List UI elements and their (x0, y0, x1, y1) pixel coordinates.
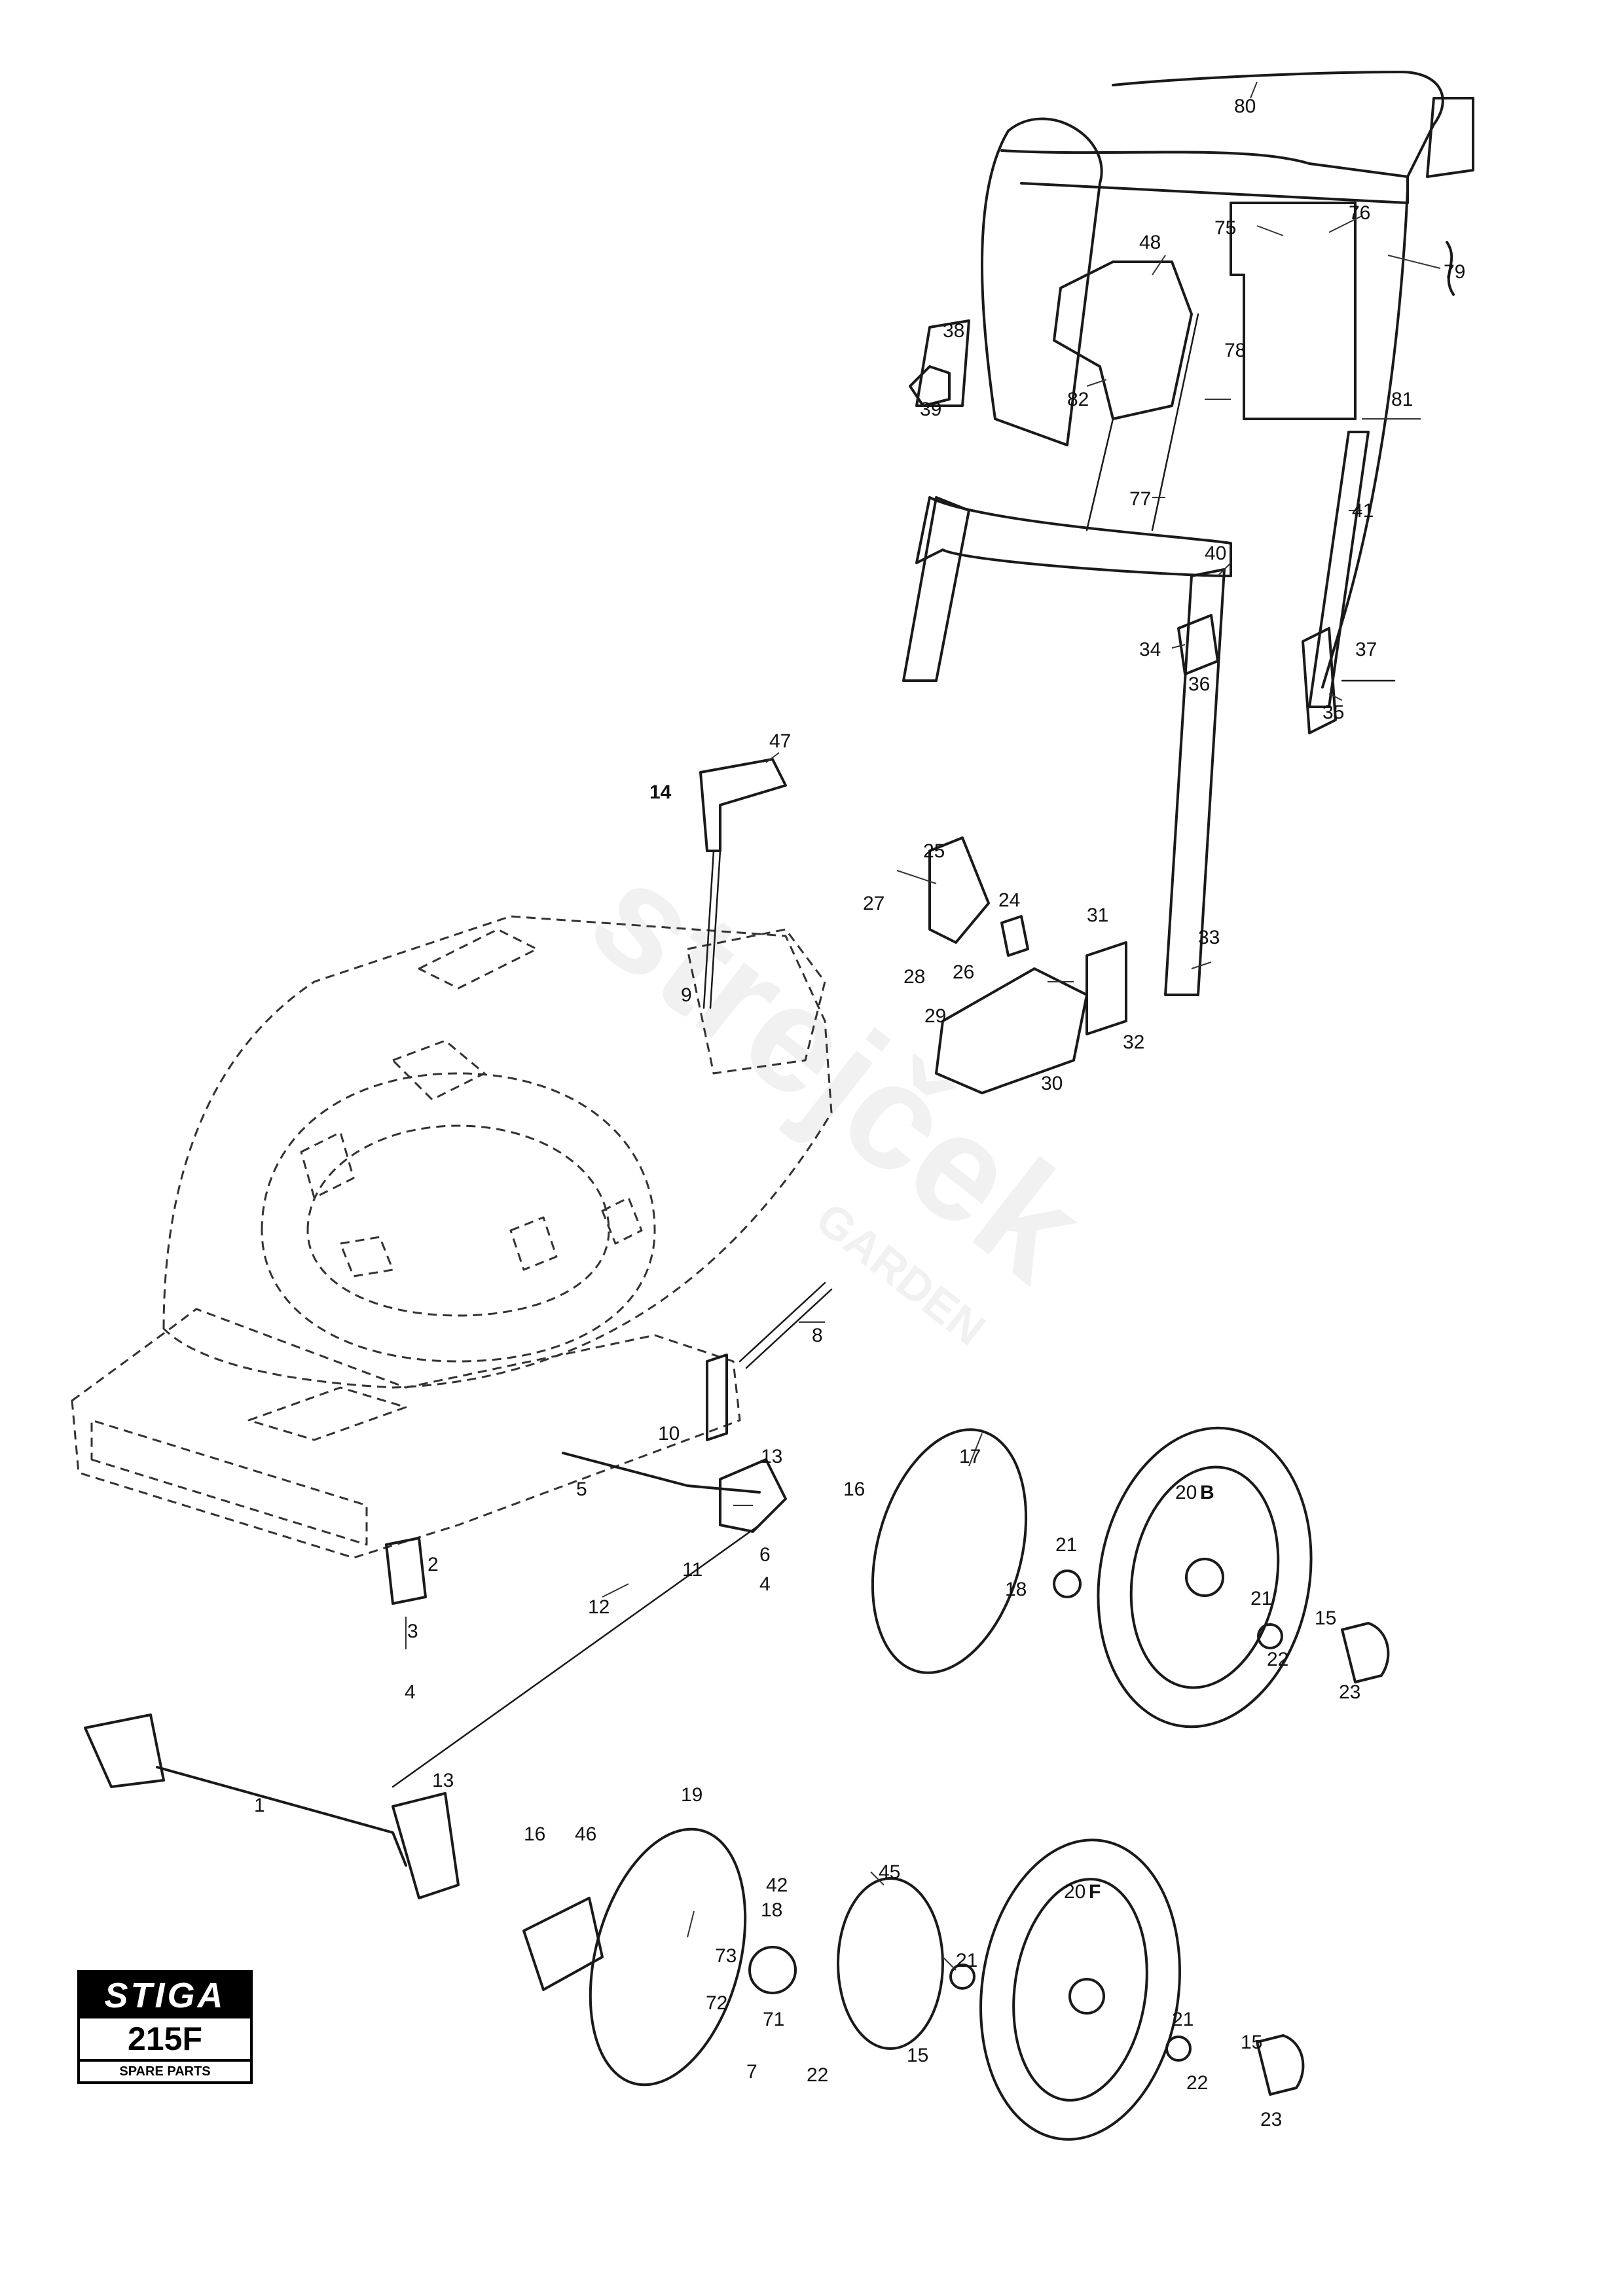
part-label-24: 24 (998, 889, 1020, 911)
part-label-21-lower-left: 21 (956, 1950, 977, 1971)
part-label-48: 48 (1139, 232, 1161, 253)
brand-name: STIGA (80, 1973, 250, 2018)
part-label-15-upper: 15 (1315, 1607, 1336, 1629)
part-label-18-lower: 18 (761, 1899, 782, 1921)
part-label-14: 14 (649, 781, 672, 803)
part-label-15-lower-right: 15 (1241, 2032, 1262, 2053)
part-label-23-upper: 23 (1339, 1681, 1360, 1703)
leader-lines (405, 81, 1441, 1971)
part-label-23-lower: 23 (1260, 2109, 1282, 2130)
part-label-20b-number: 20 (1175, 1482, 1197, 1503)
part-label-72: 72 (706, 1992, 727, 2014)
part-label-16-upper: 16 (843, 1479, 865, 1500)
part-label-12: 12 (588, 1596, 610, 1618)
spare-parts-caption: SPARE PARTS (119, 2064, 211, 2079)
part-label-20f: 20 F (1064, 1881, 1101, 1903)
part-labels: 80 76 75 79 48 38 39 78 82 81 77 41 40 3… (254, 96, 1465, 2130)
part-label-22-lower-left: 22 (807, 2064, 828, 2086)
part-label-19: 19 (681, 1784, 702, 1806)
part-label-18-upper: 18 (1005, 1579, 1027, 1600)
part-label-13-lower: 13 (432, 1770, 454, 1791)
front-wheel-group (522, 1827, 1305, 2141)
part-label-30: 30 (1041, 1073, 1063, 1094)
part-label-11: 11 (682, 1559, 702, 1581)
part-label-76: 76 (1349, 202, 1370, 224)
spring-and-axle-group (84, 1282, 833, 1899)
part-label-80: 80 (1234, 96, 1256, 117)
part-label-13-upper: 13 (761, 1446, 782, 1467)
part-label-21-upper-right: 21 (1250, 1588, 1272, 1609)
upper-handle-group (902, 71, 1474, 996)
mower-deck-outline (71, 915, 833, 1559)
part-label-17: 17 (959, 1446, 981, 1467)
part-label-22-upper: 22 (1267, 1649, 1288, 1670)
part-label-25: 25 (923, 840, 945, 862)
part-label-27: 27 (863, 893, 884, 914)
part-label-6: 6 (759, 1544, 771, 1566)
part-label-22-lower-right: 22 (1186, 2072, 1208, 2094)
part-label-73: 73 (715, 1945, 737, 1967)
part-label-5: 5 (576, 1479, 587, 1500)
part-label-16-lower: 16 (524, 1823, 545, 1845)
part-label-81: 81 (1391, 389, 1413, 410)
part-label-20b-suffix: B (1200, 1482, 1214, 1503)
part-label-31: 31 (1087, 905, 1108, 926)
part-label-37: 37 (1355, 639, 1377, 660)
stiga-logo-badge: STIGA 215F SPARE PARTS (77, 1970, 253, 2084)
part-label-46: 46 (575, 1823, 596, 1845)
part-label-38: 38 (943, 320, 964, 342)
part-label-82: 82 (1067, 389, 1089, 410)
part-label-3: 3 (407, 1621, 418, 1642)
part-label-15-lower-left: 15 (907, 2045, 928, 2066)
part-label-79: 79 (1444, 261, 1465, 283)
part-label-32: 32 (1123, 1031, 1144, 1053)
part-label-1: 1 (254, 1795, 265, 1816)
part-label-26: 26 (953, 961, 974, 983)
part-label-45: 45 (879, 1861, 900, 1883)
part-label-77: 77 (1129, 488, 1151, 510)
part-label-34: 34 (1139, 639, 1161, 660)
part-label-28: 28 (903, 966, 925, 988)
part-label-9: 9 (681, 984, 692, 1006)
part-label-78: 78 (1224, 340, 1246, 361)
part-label-4-lower: 4 (405, 1681, 416, 1703)
part-label-10: 10 (658, 1423, 680, 1444)
height-lever-group (699, 758, 1127, 1094)
part-label-21-upper-left: 21 (1055, 1534, 1077, 1556)
part-label-2: 2 (428, 1554, 439, 1575)
part-label-36: 36 (1188, 673, 1210, 695)
part-label-41: 41 (1352, 500, 1374, 522)
part-label-35: 35 (1322, 702, 1344, 723)
part-label-39: 39 (920, 399, 941, 420)
part-label-7: 7 (746, 2061, 757, 2083)
part-label-75: 75 (1214, 217, 1236, 239)
part-label-8: 8 (812, 1325, 823, 1346)
part-label-42: 42 (766, 1874, 788, 1896)
part-label-20f-number: 20 (1064, 1881, 1085, 1903)
watermark: strejček GARDEN (562, 829, 1114, 1355)
part-label-71: 71 (763, 2009, 784, 2030)
rear-wheel-group (871, 1426, 1390, 1729)
part-label-20b: 20 B (1175, 1482, 1214, 1503)
part-label-29: 29 (924, 1005, 946, 1027)
part-label-47: 47 (769, 730, 791, 752)
part-label-4-upper: 4 (759, 1573, 771, 1595)
part-label-33: 33 (1198, 927, 1220, 948)
model-number: 215F (80, 2018, 250, 2062)
part-label-21-lower-right: 21 (1172, 2009, 1194, 2030)
part-label-40: 40 (1205, 543, 1226, 564)
part-label-20f-suffix: F (1089, 1881, 1101, 1903)
